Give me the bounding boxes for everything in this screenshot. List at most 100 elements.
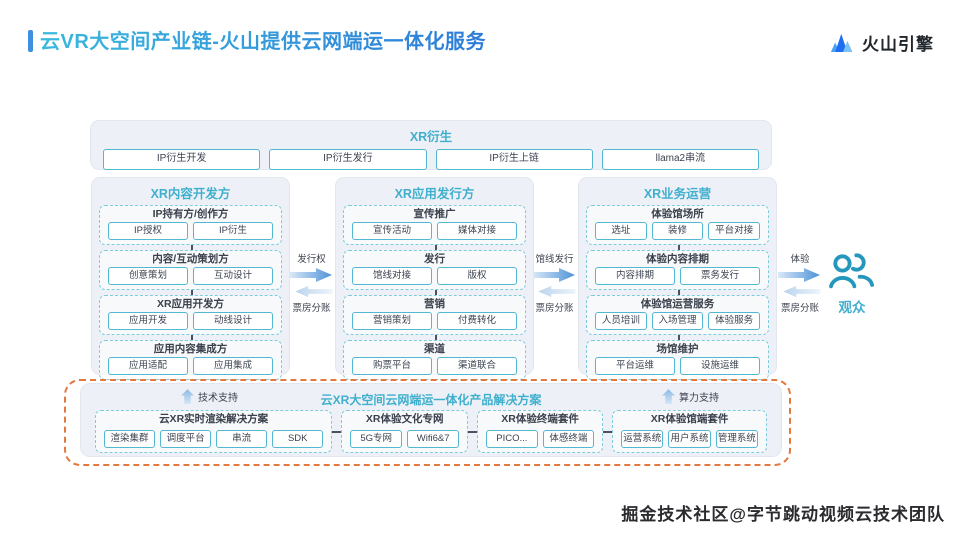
band-item: IP衍生开发 — [103, 149, 261, 170]
item-box: 平台对接 — [708, 222, 761, 240]
group-title: 场馆维护 — [656, 343, 699, 355]
item-box: 媒体对接 — [437, 222, 517, 240]
column-group: 应用内容集成方应用适配应用集成 — [99, 340, 282, 380]
group-items: 创意策划互动设计 — [104, 267, 277, 285]
item-box: 创意策划 — [108, 267, 188, 285]
band-item: llama2串流 — [601, 149, 759, 170]
solution-panel: 技术支持 云XR大空间云网端运一体化产品解决方案 算力支持 云XR实时渲染解决方… — [80, 383, 782, 457]
column-title: XR内容开发方 — [150, 187, 231, 201]
item-box: PICO... — [486, 430, 538, 448]
item-box: SDK — [272, 430, 324, 448]
item-box: 设施运维 — [680, 357, 760, 375]
group-items: 营销策划付费转化 — [348, 312, 521, 330]
group-items: 平台运维设施运维 — [591, 357, 764, 375]
group-title: 内容/互动策划方 — [152, 253, 229, 265]
audience-people-icon — [829, 253, 874, 289]
arrow-up-icon — [662, 389, 675, 404]
group-items: 馆线对接版权 — [348, 267, 521, 285]
flow-backward-label: 票房分账 — [292, 302, 331, 314]
group-title: 体验馆场所 — [651, 208, 704, 220]
item-box: 内容排期 — [595, 267, 675, 285]
arrow-left-icon — [537, 285, 575, 297]
flow-publisher-to-operation: 馆线发行 票房分账 — [531, 242, 578, 322]
column-group: 渠道购票平台渠道联合 — [343, 340, 526, 380]
item-box: 应用开发 — [108, 312, 188, 330]
flow-forward-label: 馆线发行 — [535, 253, 574, 265]
item-box: 人员培训 — [595, 312, 647, 330]
flow-backward-label: 票房分账 — [780, 302, 819, 314]
watermark-text: 掘金技术社区@字节跳动视频云技术团队 — [621, 505, 945, 524]
item-box: Wifi6&7 — [407, 430, 460, 448]
page-title: 云VR大空间产业链-火山提供云网端运一体化服务 — [40, 25, 486, 54]
item-box: 渠道联合 — [437, 357, 517, 375]
group-title: 渠道 — [424, 343, 445, 355]
group-items: 应用开发动线设计 — [104, 312, 277, 330]
column-group: 体验馆运营服务人员培训入场管理体验服务 — [586, 295, 769, 335]
group-connector — [343, 245, 526, 250]
column-title: XR应用发行方 — [394, 187, 475, 201]
solution-dashed-frame — [64, 379, 791, 466]
item-box: 渲染集群 — [104, 430, 156, 448]
group-title: 体验内容排期 — [646, 253, 709, 265]
item-box: 营销策划 — [352, 312, 432, 330]
arrow-left-icon — [783, 285, 821, 297]
item-box: 宣传活动 — [352, 222, 432, 240]
group-title: XR体验终端套件 — [501, 413, 579, 425]
item-box: 管理系统 — [715, 430, 758, 448]
item-box: IP衍生 — [193, 222, 273, 240]
column-title: XR业务运营 — [643, 187, 712, 201]
arrow-right-icon — [778, 267, 820, 282]
solution-connector — [603, 430, 613, 433]
tech-support-label: 技术支持 — [181, 389, 238, 404]
item-box: 串流 — [216, 430, 268, 448]
flow-forward-label: 体验 — [790, 253, 810, 265]
volcengine-mountain-icon — [830, 33, 853, 53]
compute-support-label: 算力支持 — [662, 389, 719, 404]
item-box: 平台运维 — [595, 357, 675, 375]
item-box: 用户系统 — [668, 430, 711, 448]
band-title: XR衍生 — [409, 130, 453, 144]
column-app-publisher: XR应用发行方 宣传推广宣传活动媒体对接发行馆线对接版权营销营销策划付费转化渠道… — [335, 177, 534, 380]
arrow-left-icon — [294, 285, 332, 297]
item-box: 5G专网 — [350, 430, 403, 448]
group-items: 人员培训入场管理体验服务 — [591, 312, 764, 330]
group-title: 云XR实时渲染解决方案 — [159, 413, 269, 425]
group-items: 运营系统用户系统管理系统 — [617, 430, 762, 448]
item-box: 选址 — [595, 222, 647, 240]
item-box: 购票平台 — [352, 357, 432, 375]
group-connector — [586, 335, 769, 340]
column-group: 发行馆线对接版权 — [343, 250, 526, 290]
flow-backward-label: 票房分账 — [535, 302, 574, 314]
flow-dev-to-publisher: 发行权 票房分账 — [288, 242, 335, 322]
arrow-right-icon — [289, 267, 332, 282]
group-items: PICO...体感终端 — [482, 430, 598, 448]
compute-support-text: 算力支持 — [679, 393, 719, 404]
item-box: 动线设计 — [193, 312, 273, 330]
group-items: 内容排期票务发行 — [591, 267, 764, 285]
column-group: 营销营销策划付费转化 — [343, 295, 526, 335]
group-items: 选址装修平台对接 — [591, 222, 764, 240]
group-title: IP持有方/创作方 — [152, 208, 229, 220]
audience-label: 观众 — [838, 300, 866, 315]
audience-block: 观众 — [820, 252, 884, 316]
group-connector — [343, 335, 526, 340]
group-title: XR应用开发方 — [156, 298, 225, 310]
item-box: 应用适配 — [108, 357, 188, 375]
item-box: 入场管理 — [651, 312, 704, 330]
solution-connector — [332, 430, 342, 433]
group-title: 体验馆运营服务 — [640, 298, 715, 310]
group-connector — [99, 335, 282, 340]
group-title: XR体验馆端套件 — [650, 413, 729, 425]
item-box: 版权 — [437, 267, 517, 285]
group-items: 宣传活动媒体对接 — [348, 222, 521, 240]
